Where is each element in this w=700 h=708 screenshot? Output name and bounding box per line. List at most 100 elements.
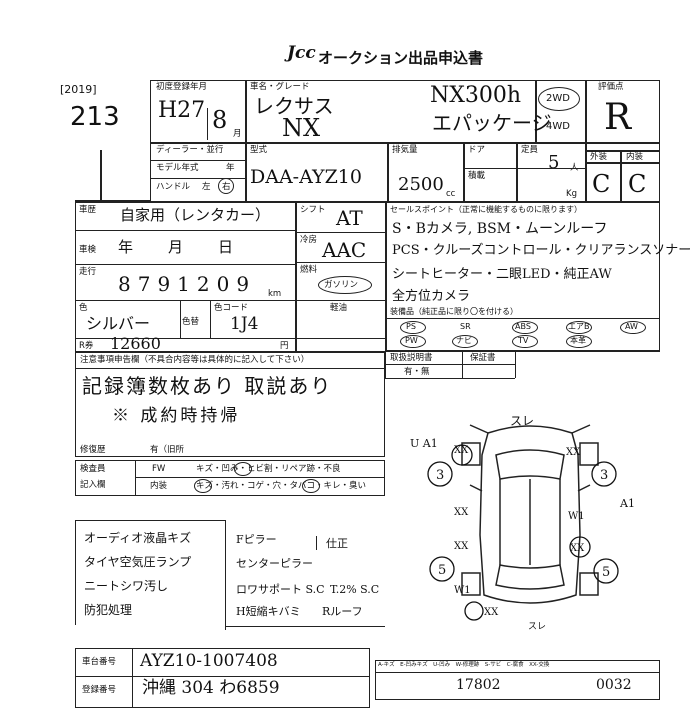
top-grid	[150, 80, 660, 202]
mark-xx6: XX	[484, 607, 499, 618]
color-code-label: 色コード	[214, 303, 249, 313]
reg-label: 登録番号	[82, 685, 117, 695]
mark-xx3: XX	[454, 507, 469, 518]
maker-name: レクサス	[254, 94, 334, 118]
tire-fr: 3	[600, 468, 608, 483]
chassis-label: 車台番号	[82, 657, 117, 667]
selling-line-1: S・Bカメラ, BSM・ムーンルーフ	[392, 221, 608, 237]
handle-right: 右	[222, 182, 231, 192]
model-year-label: モデル年式	[156, 163, 199, 173]
damage-circle-front	[451, 444, 473, 466]
shift-label: シフト	[300, 205, 326, 215]
equip-navi-circle	[452, 335, 478, 348]
equip-abs: ABS	[515, 322, 531, 331]
remark-left-4: 防犯処理	[84, 603, 133, 617]
seats-label: 定員	[521, 145, 539, 155]
color-code: 1J4	[230, 314, 259, 334]
interior-grade: C	[628, 170, 647, 198]
mark-w1a: W1	[568, 511, 585, 522]
remark-right-4: H短縮キバミ	[236, 605, 301, 618]
tire-circle-rr	[593, 558, 619, 584]
inspection-value: 年 月 日	[118, 238, 244, 256]
diagram-top-label: スレ	[510, 415, 534, 428]
equip-tv-circle	[512, 335, 538, 348]
selling-label: セールスポイント（正常に機能するものに限ります）	[390, 205, 582, 214]
damage-circle-rear	[464, 601, 484, 621]
remark-right-1: Fピラー	[236, 533, 277, 546]
score-value: R	[604, 97, 632, 138]
inspector-label-b: 記入欄	[80, 480, 106, 490]
ac-label: 冷房	[300, 235, 318, 245]
car-name-label: 車名・グレード	[250, 82, 310, 92]
drive-4wd: 4WD	[546, 121, 570, 132]
inspector-label-a: 検査員	[80, 464, 106, 474]
month-unit: 月	[233, 129, 242, 139]
door-label: ドア	[468, 145, 486, 155]
km-unit: km	[268, 289, 282, 299]
tire-rr: 5	[602, 565, 610, 580]
repair-value: 有（旧所	[150, 445, 185, 455]
tire-rl: 5	[438, 563, 446, 578]
year-unit: 年	[226, 163, 235, 173]
interior-label: 内装	[626, 152, 644, 162]
equip-abs-circle	[512, 321, 538, 334]
inspection-label: 車検	[79, 245, 97, 255]
selling-line-2: PCS・クルーズコントロール・クリアランスソナー	[392, 243, 692, 258]
drive-2wd-circle	[538, 87, 580, 111]
tire-fl: 3	[436, 468, 444, 483]
type-value: DAA-AYZ10	[250, 166, 362, 188]
model-name: NX	[282, 114, 321, 142]
seats-value: 5	[548, 152, 560, 173]
kg-unit: Kg	[566, 189, 577, 199]
year-tag: [2019]	[60, 83, 97, 96]
equip-airbag: エアB	[568, 322, 590, 331]
interior-insp-items: キズ・汚れ・コゲ・穴・タバコ・キレ・臭い	[196, 481, 367, 491]
manual-label: 取扱説明書	[390, 353, 433, 363]
equip-aw: AW	[625, 322, 638, 331]
equip-pw: PW	[405, 336, 418, 345]
diagram-bottom-label: スレ	[528, 622, 546, 630]
displacement-label: 排気量	[392, 145, 418, 155]
selling-line-3: シートヒーター・二眼LED・純正AW	[392, 267, 612, 282]
tire-circle-fr	[591, 461, 617, 487]
inspector-box	[75, 460, 385, 496]
remark-right-b1: 仕正	[326, 537, 348, 550]
equip-airbag-circle	[566, 321, 592, 334]
interior-insp-label: 内装	[150, 481, 168, 491]
displacement-value: 2500	[398, 174, 444, 195]
lot-number: 213	[70, 102, 120, 132]
equip-navi: ナビ	[456, 336, 472, 345]
damage-circle-mid	[569, 536, 591, 558]
remark-right-b3: T.2% S.C	[330, 583, 380, 596]
equip-ps-circle	[400, 321, 426, 334]
equip-pw-circle	[400, 335, 426, 348]
equip-label: 装備品（純正品に限り〇を付ける）	[390, 307, 518, 316]
notes-line-2: ※ 成約時持帰	[112, 406, 241, 426]
remark-left-2: タイヤ空気圧ランプ	[84, 555, 192, 569]
usage-label: 車歴	[79, 205, 97, 215]
selling-line-4: 全方位カメラ	[392, 289, 471, 304]
remark-right-3: ロワサポート S.C	[236, 583, 325, 596]
code-1: 17802	[456, 677, 501, 693]
first-reg-label: 初度登録年月	[156, 82, 208, 92]
middle-grid	[75, 202, 660, 352]
notes-box	[75, 352, 385, 457]
mileage-label: 走行	[79, 267, 97, 277]
first-reg-month: 8	[212, 106, 228, 134]
equip-leather-circle	[566, 335, 592, 348]
remark-right-2: センターピラー	[236, 557, 313, 570]
drive-2wd: 2WD	[546, 93, 570, 104]
mark-xx5: XX	[570, 543, 585, 554]
color-label: 色	[79, 303, 88, 313]
first-reg-year: H27	[158, 98, 206, 123]
car-damage-diagram: スレ スレ U A1 A1 XX XX XX XX XX XX W1 W1 3 …	[410, 415, 635, 630]
colorno-label: 色替	[182, 317, 200, 327]
mark-xx1: XX	[454, 445, 469, 456]
repair-label: 修復歴	[80, 445, 106, 455]
cc-unit: cc	[446, 189, 456, 199]
exterior-grade: C	[592, 170, 611, 198]
remark-left-3: ニートシワ汚し	[84, 579, 169, 593]
notes-line-1: 記録簿数枚あり 取説あり	[82, 374, 333, 398]
shift-value: AT	[336, 206, 363, 230]
